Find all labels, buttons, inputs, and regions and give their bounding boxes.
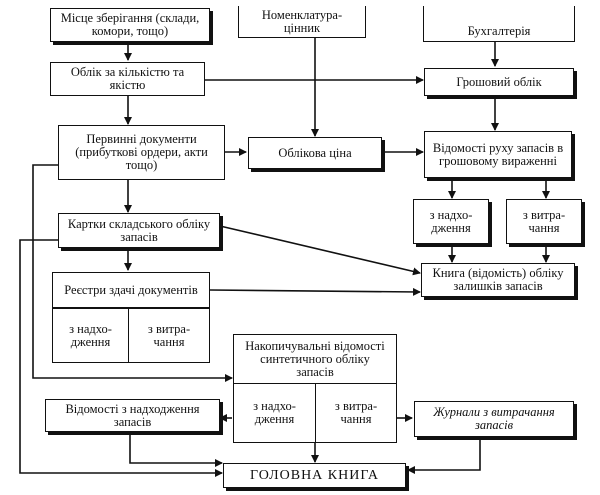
arrow-receipt-to-ledger	[129, 432, 223, 467]
cumulative-receipt-box: з надхо- дження	[233, 383, 316, 443]
nomenclature-box: Номенклатура- цінник	[238, 6, 366, 38]
money-receipt-box: з надхо- дження	[413, 199, 489, 244]
primary-docs-box: Первинні документи (прибуткові ордери, а…	[58, 125, 225, 180]
cumulative-expense-box: з витра- чання	[315, 383, 397, 443]
balance-book-box: Книга (відомість) обліку залишків запасі…	[421, 263, 575, 297]
qty-quality-box: Облік за кількістю та якістю	[50, 62, 205, 96]
arrow-cards-loop-to-ledger	[19, 239, 223, 477]
cumulative-statements-box: Накопичувальні відомості синтетичного об…	[233, 334, 397, 384]
storage-box: Місце зберігання (склади, комори, тощо)	[50, 8, 210, 42]
registry-receipt-box: з надхо- дження	[52, 308, 129, 363]
registry-expense-box: з витра- чання	[128, 308, 210, 363]
receipt-statements-box: Відомості з надходження запасів	[45, 399, 220, 432]
arrow-primary-loop-to-cumulative	[32, 164, 233, 382]
general-ledger-box: ГОЛОВНА КНИГА	[223, 463, 406, 488]
movement-statements-box: Відомості руху запасів в грошовому вираж…	[424, 131, 572, 178]
arrow-registry-to-book	[209, 287, 421, 296]
registry-title-box: Реєстри здачі документів	[52, 272, 210, 308]
accounting-price-box: Облікова ціна	[248, 137, 382, 169]
accounting-dept-box: Бухгалтерія	[423, 6, 575, 42]
expense-journals-box: Журнали з витрачання запасів	[414, 401, 574, 437]
arrow-cards-to-book	[219, 225, 421, 276]
arrow-journals-to-ledger	[407, 437, 481, 474]
money-expense-box: з витра- чання	[506, 199, 582, 244]
warehouse-cards-box: Картки складського обліку запасів	[58, 213, 220, 248]
money-accounting-box: Грошовий облік	[424, 68, 574, 96]
